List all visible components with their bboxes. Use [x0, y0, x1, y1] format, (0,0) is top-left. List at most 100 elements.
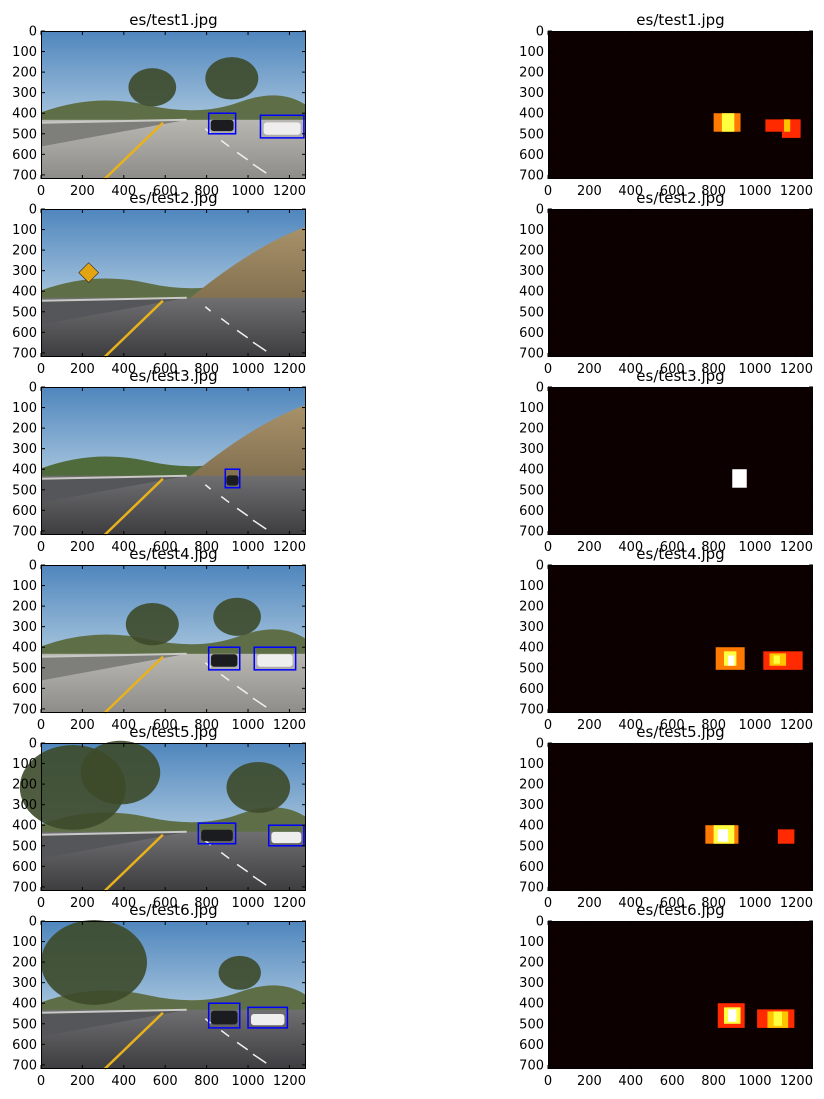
x-tick-label: 600 — [153, 362, 178, 377]
x-tick-label: 1000 — [231, 184, 264, 199]
guard-rail — [40, 830, 187, 836]
heat-cell — [728, 1009, 737, 1022]
y-tick-label: 0 — [536, 25, 544, 40]
y-tick-label: 500 — [12, 305, 37, 320]
lane-dash — [220, 673, 230, 682]
heatmap-background — [548, 743, 813, 891]
car-shape — [201, 829, 233, 842]
panel-title: es/test2.jpg — [129, 189, 217, 207]
tree-shape — [218, 955, 261, 990]
y-tick-label: 500 — [12, 483, 37, 498]
y-tick-label: 200 — [12, 66, 37, 81]
y-tick-label: 600 — [12, 504, 37, 519]
y-tick-label: 0 — [29, 559, 37, 574]
lane-dash — [220, 851, 230, 860]
y-tick-label: 200 — [519, 422, 544, 437]
y-tick-label: 300 — [12, 264, 37, 279]
tree-shape — [213, 597, 261, 636]
y-tick-label: 300 — [519, 620, 544, 635]
y-tick-label: 200 — [519, 244, 544, 259]
guard-rail — [40, 118, 187, 124]
heatmap-background — [548, 921, 813, 1069]
y-tick-label: 600 — [519, 148, 544, 163]
lane-dash — [252, 875, 267, 886]
y-tick-label: 400 — [12, 641, 37, 656]
yellow-lane-line — [103, 833, 164, 892]
tree-shape — [125, 603, 179, 646]
x-tick-label: 1000 — [231, 1074, 264, 1089]
detection-box — [197, 822, 237, 845]
y-tick-label: 700 — [12, 880, 37, 895]
y-tick-label: 700 — [12, 1058, 37, 1073]
x-tick-label: 1200 — [780, 540, 813, 555]
road-sign — [78, 262, 100, 283]
lane-dash — [220, 1029, 230, 1038]
heat-cell — [784, 119, 791, 132]
y-tick-label: 400 — [519, 463, 544, 478]
guard-rail — [40, 652, 187, 658]
y-tick-label: 500 — [519, 305, 544, 320]
heatmap-background — [548, 31, 813, 179]
y-tick-label: 0 — [536, 203, 544, 218]
road-shoulder — [41, 119, 187, 147]
x-tick-label: 1000 — [738, 718, 771, 733]
y-tick-label: 300 — [12, 86, 37, 101]
y-tick-label: 0 — [29, 25, 37, 40]
car-shape — [250, 1013, 285, 1026]
lane-dash — [220, 495, 230, 504]
axes-frame — [41, 565, 306, 713]
y-tick-label: 0 — [536, 381, 544, 396]
y-tick-label: 0 — [29, 737, 37, 752]
yellow-lane-line — [103, 121, 164, 180]
y-tick-label: 200 — [519, 778, 544, 793]
panel-title: es/test1.jpg — [636, 11, 724, 29]
lane-dash — [236, 1041, 249, 1051]
y-tick-label: 200 — [519, 600, 544, 615]
lane-dash — [204, 484, 212, 490]
panel-title: es/test5.jpg — [636, 723, 724, 741]
x-tick-label: 1200 — [780, 718, 813, 733]
x-tick-label: 400 — [618, 362, 643, 377]
lane-dash — [236, 507, 249, 517]
x-tick-label: 0 — [37, 1074, 45, 1089]
y-tick-label: 400 — [12, 285, 37, 300]
road-shoulder — [41, 653, 187, 681]
tree-shape — [80, 740, 161, 805]
axes-frame — [548, 921, 813, 1069]
tree-shape — [41, 920, 147, 1005]
y-tick-label: 200 — [12, 778, 37, 793]
x-tick-label: 0 — [37, 718, 45, 733]
car-shape — [263, 122, 301, 135]
x-tick-label: 600 — [153, 184, 178, 199]
x-tick-label: 600 — [660, 718, 685, 733]
x-tick-label: 600 — [660, 362, 685, 377]
y-tick-label: 100 — [12, 223, 37, 238]
x-tick-label: 200 — [70, 184, 95, 199]
x-tick-label: 1000 — [738, 896, 771, 911]
lane-dash — [252, 519, 267, 530]
axes-frame — [548, 387, 813, 535]
y-tick-label: 700 — [519, 168, 544, 183]
x-tick-label: 1000 — [738, 184, 771, 199]
axes-frame — [548, 743, 813, 891]
x-tick-label: 1000 — [231, 718, 264, 733]
yellow-lane-line — [103, 299, 164, 358]
x-tick-label: 600 — [153, 718, 178, 733]
lane-dash — [220, 317, 230, 326]
x-tick-label: 0 — [37, 184, 45, 199]
y-tick-label: 700 — [12, 346, 37, 361]
axes-frame — [548, 565, 813, 713]
heatmap-background — [548, 565, 813, 713]
y-tick-label: 500 — [12, 127, 37, 142]
lane-dash — [236, 685, 249, 695]
x-tick-label: 600 — [153, 896, 178, 911]
y-tick-label: 200 — [12, 956, 37, 971]
x-tick-label: 1000 — [231, 362, 264, 377]
y-tick-label: 400 — [12, 819, 37, 834]
